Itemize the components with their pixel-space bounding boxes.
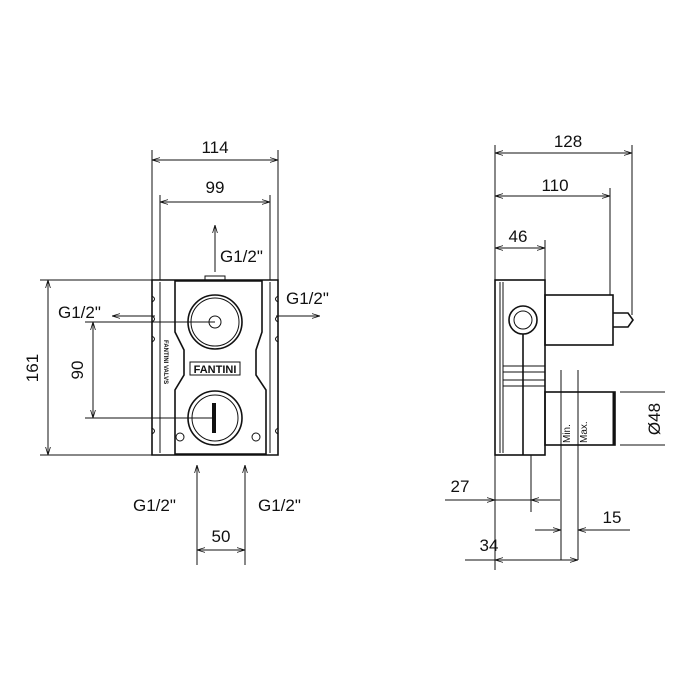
side-valve-circle — [508, 305, 538, 335]
dim-128: 128 — [554, 132, 582, 151]
side-view: 128 110 46 Ø48 Min. Max. 27 15 34 — [445, 132, 665, 570]
dim-114: 114 — [201, 138, 228, 157]
brand-label: FANTINI — [194, 364, 237, 376]
dim-110: 110 — [541, 176, 568, 195]
min-label: Min. — [562, 424, 573, 443]
dim-15: 15 — [603, 508, 622, 527]
outlet-right-label: G1/2" — [286, 289, 329, 308]
dim-161: 161 — [23, 354, 42, 382]
side-body — [494, 279, 546, 456]
outlet-left-label: G1/2" — [58, 303, 101, 322]
outlet-top-label: G1/2" — [220, 247, 263, 266]
dim-46: 46 — [509, 227, 528, 246]
inlet-left-label: G1/2" — [133, 496, 176, 515]
front-view: FANTINI FANTINI VALVS 114 99 G1/2" G1/2"… — [23, 138, 329, 565]
dim-27: 27 — [451, 477, 470, 496]
dim-diameter-48: Ø48 — [645, 403, 664, 435]
front-body-outline — [151, 279, 279, 456]
front-plate — [174, 280, 267, 455]
inlet-right-label: G1/2" — [258, 496, 301, 515]
max-label: Max. — [579, 421, 590, 443]
dim-99: 99 — [206, 178, 225, 197]
side-brand-text: FANTINI VALVS — [162, 340, 168, 384]
dim-50: 50 — [212, 527, 231, 546]
brand-plate — [189, 361, 241, 376]
dim-90: 90 — [68, 361, 87, 380]
dim-34: 34 — [480, 536, 499, 555]
upper-cylinder — [544, 294, 614, 346]
